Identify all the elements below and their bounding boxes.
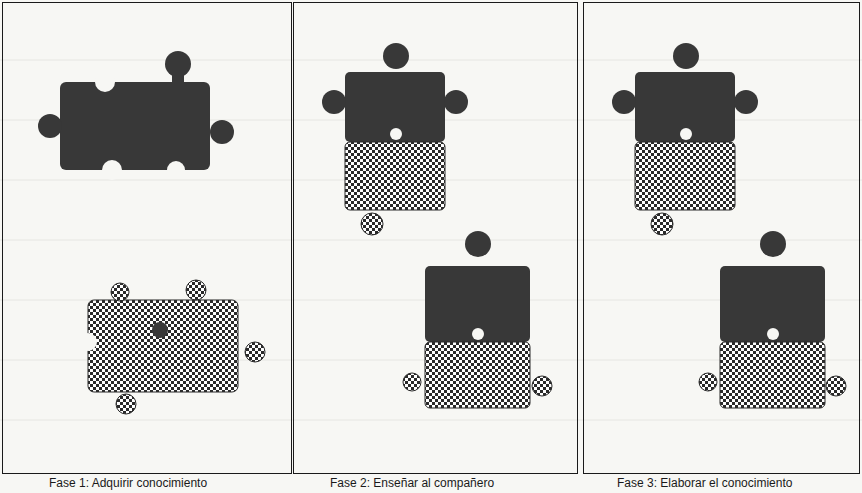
puzzle-piece	[403, 231, 552, 408]
puzzle-piece	[322, 43, 468, 235]
phase-panel: Fase 2: Enseñar al compañero	[293, 2, 578, 474]
puzzle-piece	[38, 51, 234, 170]
puzzle-piece	[88, 280, 265, 414]
phase-panel: Fase 1: Adquirir conocimiento	[2, 2, 292, 474]
phase-caption: Fase 2: Enseñar al compañero	[330, 476, 494, 490]
phase-caption: Fase 1: Adquirir conocimiento	[49, 476, 207, 490]
phase-panel: Fase 3: Elaborar el conocimiento	[583, 2, 860, 474]
puzzle-piece	[612, 43, 758, 235]
puzzle-piece	[699, 231, 846, 408]
phase-caption: Fase 3: Elaborar el conocimiento	[617, 476, 792, 490]
